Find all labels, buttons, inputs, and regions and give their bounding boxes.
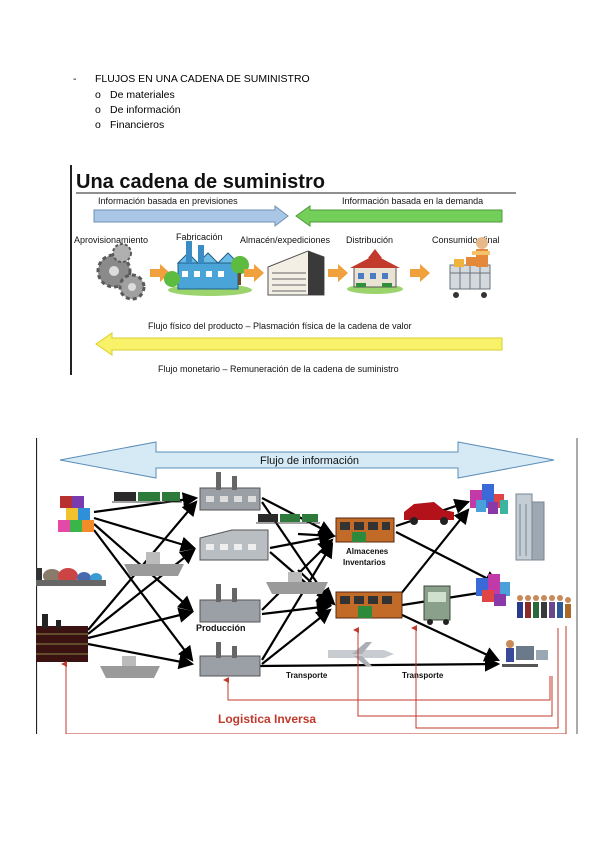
stage-label-3: Almacén/expediciones — [240, 235, 331, 245]
factory-icon-3 — [199, 584, 261, 623]
bullet-dash: - — [73, 73, 77, 85]
store-buildings-icon — [470, 484, 508, 514]
supply-chain-figure: Una cadena de suministro Información bas… — [70, 165, 516, 375]
oil-tanks-icon — [36, 568, 106, 586]
office-worker-icon — [502, 640, 548, 667]
logistics-network-figure: Flujo de información — [36, 438, 578, 734]
truck-icon — [423, 585, 451, 625]
shopping-cart-icon — [449, 237, 491, 298]
store-buildings-icon-2 — [476, 574, 510, 606]
stage-label-1: Aprovisionamiento — [74, 235, 148, 245]
train-icon — [112, 492, 182, 503]
bullet-item-2: De información — [110, 104, 181, 116]
reverse-logistics-label: Logistica Inversa — [218, 712, 316, 726]
bullet-item-1: De materiales — [110, 89, 175, 101]
forecast-arrow — [93, 204, 289, 228]
stage-label-4: Distribución — [346, 235, 393, 245]
figure1-title: Una cadena de suministro — [76, 171, 325, 193]
transport-label-1: Transporte — [286, 671, 328, 680]
demand-arrow — [295, 205, 503, 227]
monetary-arrow — [95, 332, 503, 356]
factory-icon-4 — [199, 642, 261, 677]
warehouse-icon — [267, 250, 325, 296]
factory-icon-1 — [199, 472, 261, 511]
ship-icon-3 — [100, 656, 160, 678]
stage-label-2: Fabricación — [176, 232, 223, 242]
people-group-icon — [517, 595, 571, 618]
stage-arrow-2 — [244, 264, 264, 282]
gears-icon — [96, 243, 146, 301]
production-label: Producción — [196, 623, 246, 633]
information-flow-arrow — [59, 441, 555, 479]
factory-icon — [164, 241, 252, 296]
stage-label-5: Consumidor final — [432, 235, 500, 245]
transport-label-2: Transporte — [402, 671, 444, 680]
bullet-marker-3: o — [95, 119, 101, 131]
colored-boxes-icon — [58, 496, 94, 532]
physical-flow-label: Flujo físico del producto – Plasmación f… — [148, 321, 412, 331]
bullet-main: FLUJOS EN UNA CADENA DE SUMINISTRO — [95, 73, 310, 85]
warehouse-icon-1 — [335, 517, 395, 543]
information-flow-label: Flujo de información — [260, 455, 359, 467]
monetary-flow-label: Flujo monetario – Remuneración de la cad… — [158, 364, 399, 374]
reverse-logistics-lines — [61, 625, 567, 734]
factory-icon-2 — [199, 529, 269, 561]
train-icon-2 — [256, 514, 320, 524]
bullet-marker-1: o — [95, 89, 101, 101]
ship-icon — [124, 552, 184, 576]
warehouse-label-2: Inventarios — [343, 558, 386, 567]
plane-icon — [328, 642, 394, 666]
dark-factory-icon — [36, 614, 88, 662]
distribution-icon — [347, 249, 403, 294]
bullet-item-3: Financieros — [110, 119, 165, 131]
left-arrow-label: Información basada en previsiones — [98, 196, 238, 206]
warehouse-icon-2 — [335, 591, 403, 619]
right-arrow-label: Información basada en la demanda — [342, 196, 483, 206]
stage-arrow-3 — [328, 264, 348, 282]
warehouse-label-1: Almacenes — [346, 547, 389, 556]
car-icon — [404, 502, 454, 525]
bullet-marker-2: o — [95, 104, 101, 116]
skyscraper-icon — [515, 493, 545, 561]
ship-icon-2 — [266, 572, 328, 594]
stage-arrow-4 — [410, 264, 430, 282]
